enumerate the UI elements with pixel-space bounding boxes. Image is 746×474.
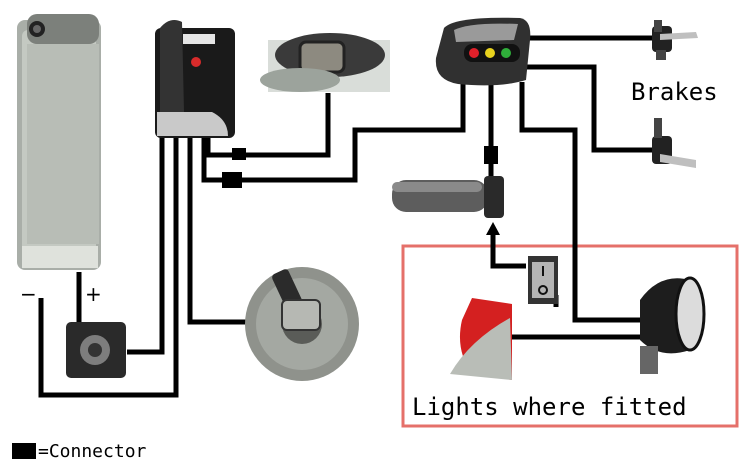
connector-2	[222, 172, 242, 188]
wire-display-brake-bottom	[524, 64, 655, 153]
wire-controller-motor	[187, 137, 250, 325]
lights-box	[401, 244, 739, 428]
lights-label: Lights where fitted	[412, 393, 687, 421]
connector-1	[232, 148, 246, 160]
connector-3	[484, 146, 498, 164]
key-switch	[66, 322, 126, 378]
battery-plus-label: +	[85, 282, 102, 306]
pedal-sensor	[260, 10, 390, 92]
handlebar-display	[435, 17, 531, 86]
connector-legend-swatch	[12, 443, 36, 459]
legend-text: =Connector	[38, 440, 147, 462]
wire-controller-sensor	[205, 93, 331, 158]
wire-display-headlight	[519, 82, 650, 323]
battery-minus-label: −	[20, 282, 37, 306]
wire-controller-display	[201, 82, 466, 183]
controller-unit	[155, 20, 235, 138]
wire-battery-minus	[38, 137, 179, 398]
brake-lever-bottom	[652, 118, 696, 168]
connectors	[222, 146, 498, 188]
battery-pack	[17, 14, 101, 270]
wire-key-controller	[127, 137, 165, 355]
wire-switch-throttle	[490, 230, 526, 269]
rear-light	[450, 298, 512, 380]
hub-motor	[245, 267, 359, 381]
legend: =Connector	[12, 440, 147, 462]
arrow-head	[486, 222, 500, 235]
headlight	[640, 276, 706, 374]
twist-grip-throttle	[392, 176, 504, 218]
brakes-label: Brakes	[631, 78, 718, 106]
brake-lever-top	[652, 20, 698, 60]
light-switch	[528, 256, 558, 304]
